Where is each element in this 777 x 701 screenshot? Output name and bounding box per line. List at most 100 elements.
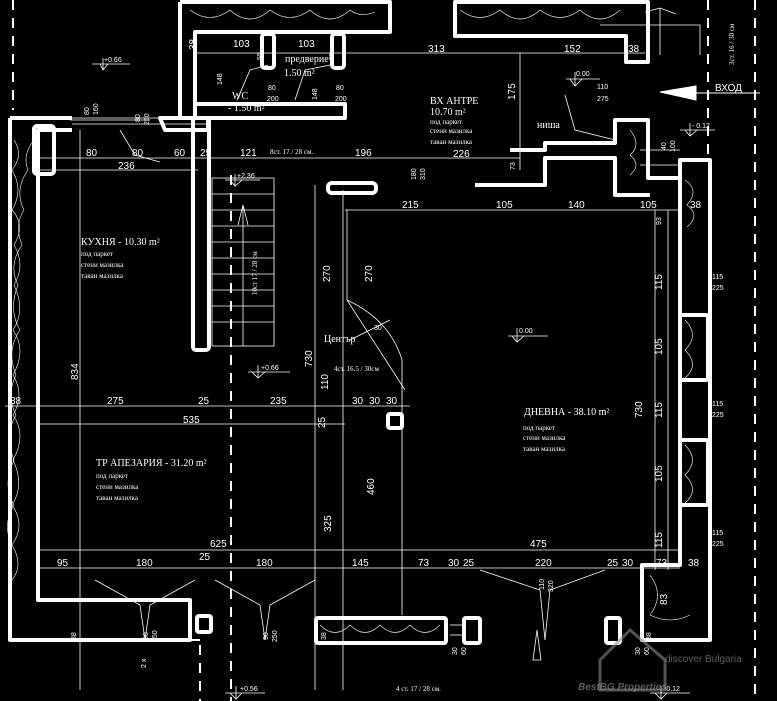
opening-size: 110 [539,579,546,590]
opening-count: 2 x [141,658,148,668]
kitchen-walls: стени мазилка [81,261,124,269]
opening-size: 225 [712,412,724,419]
dim: 55 [329,52,336,60]
dim: 140 [568,200,585,211]
dimension-texts: 103 103 38 313 152 38 55 148 148 175 55 … [10,38,702,640]
dim: 30 [448,558,460,569]
opening-size: 115 [712,274,723,281]
stairs-main-label: 10ст 17 / 28 см [251,251,259,295]
dim: 55 [257,52,264,60]
dim: 93 [656,217,663,225]
level-markers [92,58,715,700]
dining-floor: под паркет [96,472,128,480]
level-mark: 0.00 [576,71,590,78]
dining-title: ТР АПЕЗАРИЯ - 31.20 m² [96,458,207,469]
entrance-hall-area: 10.70 m² [430,107,466,118]
opening-size: 40 [661,142,668,150]
opening-size: 100 [670,140,677,152]
dim: 83 [659,593,670,605]
dim: 148 [217,73,224,85]
opening-labels: 80 200 80 200 110 275 80 160 80 250 40 1… [84,84,724,668]
living-ceiling: таван мазилка [523,445,566,453]
dim: 175 [507,83,518,100]
dim: 460 [366,478,377,495]
opening-size: 225 [712,285,724,292]
opening-size: 30 [635,647,642,655]
level-mark: -0.12 [664,686,680,693]
kitchen-floor: под паркет [81,250,113,258]
watermark-brand: BestBG Properties [578,682,667,693]
dim: 30 [386,396,398,407]
dim: 226 [453,149,470,160]
dim: 270 [364,265,375,282]
watermark-tagline: discover Bulgaria [665,654,742,665]
dim: 95 [57,558,69,569]
dim: 730 [634,401,645,418]
level-mark: - 0.12 [692,123,710,130]
kitchen-ceiling: таван мазилка [81,272,124,280]
dim: 103 [233,39,250,50]
dimension-lines [5,52,680,690]
dim: 105 [654,465,665,482]
dining-walls: стени мазилка [96,483,139,491]
dim: 60 [174,148,186,159]
dim: 475 [530,539,547,550]
dim: 180 [256,558,273,569]
dim: 38 [188,38,199,50]
stairs-bottom-label: 4 ст. 17 / 28 см. [396,685,441,693]
vestibule-area: 1.50 m² [284,68,315,79]
dim: 38 [71,632,78,640]
opening-size: 80 [84,107,91,115]
dim: 38 [646,632,653,640]
entrance-hall-name: ВХ АНТРЕ [430,96,478,107]
opening-size: 200 [267,96,279,103]
dim: 121 [240,148,257,159]
dim: 25 [463,558,475,569]
dim: 115 [654,402,665,418]
dim: 25 [607,558,619,569]
dim: 145 [352,558,369,569]
dim: 25 [199,552,211,563]
living-title: ДНЕВНА - 38.10 m² [524,407,609,418]
dim: 152 [564,44,581,55]
dim: 535 [183,415,200,426]
dim: 80 [86,148,98,159]
dim: 38 [690,200,702,211]
dim: 196 [355,148,372,159]
dim: 30 [374,325,382,332]
dim: 103 [298,39,315,50]
dim: 220 [535,558,552,569]
opening-size: 80 [268,85,276,92]
dim: 30 [369,396,381,407]
dim: 38 [628,44,640,55]
opening-size: 200 [335,96,347,103]
entrance-label: ВХОД [715,83,742,94]
opening-size: 90 [143,632,150,640]
dim: 730 [304,350,315,367]
level-mark: +2.36 [237,173,255,180]
stairs-spiral-label: 4ст. 16.5 / 30см [334,365,379,373]
dim: 115 [654,532,665,548]
wc-area: - 1.50 m² [228,103,265,114]
dim: 80 [132,148,144,159]
opening-size: 110 [597,84,608,91]
stairs-entrance-label: 3ст. 16 / 30 см [728,23,736,65]
dim: 38 [321,632,328,640]
dim: 215 [402,200,419,211]
dim: 25 [200,148,212,159]
opening-size: 310 [420,168,427,180]
wc-name: WC [232,91,248,102]
level-mark: +0.66 [104,57,122,64]
opening-size: 250 [152,630,159,642]
opening-size: 180 [411,168,418,180]
dim: 38 [10,396,22,407]
annotations: ВХОД ниша Център 3ст. 16 / 30 см 8ст. 17… [104,23,742,693]
dim: 115 [654,274,665,290]
opening-size: 80 [135,114,142,122]
living-walls: стени мазилка [523,434,566,442]
dim: 180 [136,558,153,569]
walls [8,0,712,645]
opening-size: 250 [272,630,279,642]
level-mark: 0.00 [519,328,533,335]
stairs [211,7,701,636]
